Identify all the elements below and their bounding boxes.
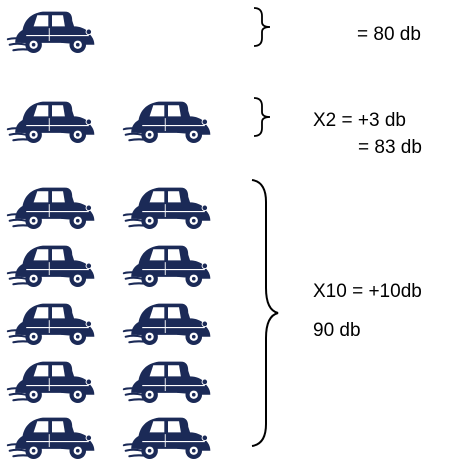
group-three-sum: 90 db: [313, 320, 361, 341]
vintage-car-icon: [122, 240, 214, 288]
vintage-car-icon: [6, 240, 98, 288]
vintage-car-icon: [6, 298, 98, 346]
vintage-car-icon: [122, 356, 214, 404]
group-three-increase: X10 = +10db: [313, 281, 422, 302]
vintage-car-icon: [6, 412, 98, 460]
vintage-car-icon: [6, 356, 98, 404]
vintage-car-icon: [122, 298, 214, 346]
group-two-sum: = 83 db: [358, 137, 422, 158]
vintage-car-icon: [6, 182, 98, 230]
vintage-car-icon: [122, 182, 214, 230]
right-brace: [252, 6, 274, 48]
vintage-car-icon: [6, 96, 98, 144]
right-brace-large: [248, 178, 282, 448]
group-two-increase: X2 = +3 db: [313, 110, 406, 131]
right-brace: [252, 96, 274, 138]
vintage-car-icon: [6, 6, 98, 54]
vintage-car-icon: [122, 412, 214, 460]
group-one-sum: = 80 db: [357, 24, 421, 45]
vintage-car-icon: [122, 96, 214, 144]
